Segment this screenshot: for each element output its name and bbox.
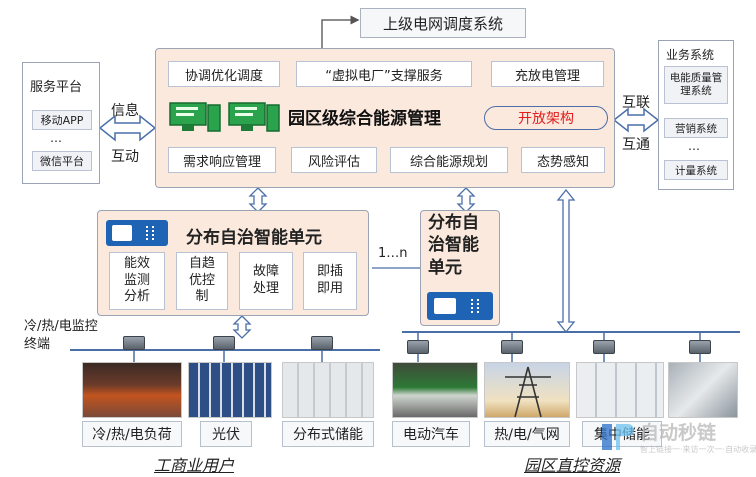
cell-fault[interactable]: 故障处理 (239, 252, 293, 310)
item-wechat-label: 微信平台 (40, 155, 84, 168)
meter-icon (501, 340, 523, 354)
left-arrow-top-label: 信息 (111, 103, 139, 119)
cell-efficiency[interactable]: 能效监测分析 (109, 252, 165, 310)
label-grid-text: 热/电/气网 (494, 427, 560, 443)
right-arrow-top-label: 互联 (622, 95, 650, 111)
label-ev[interactable]: 电动汽车 (392, 421, 470, 447)
label-pv[interactable]: 光伏 (200, 421, 252, 447)
photo-central-storage (576, 362, 664, 418)
vertical-arrow-small (456, 187, 476, 213)
right-double-arrow (612, 107, 660, 133)
meter-icon (123, 336, 145, 350)
cell-plug[interactable]: 即插即用 (303, 252, 357, 310)
business-systems-title: 业务系统 (666, 48, 715, 62)
meter-icon (407, 340, 429, 354)
cell-planning[interactable]: 综合能源规划 (390, 147, 508, 173)
connector-label: 1…n (378, 246, 408, 261)
item-mobile-app[interactable]: 移动APP (32, 110, 92, 130)
watermark-subtext: 智上链接一·来访一次一·自动收录 (640, 445, 756, 454)
cell-risk[interactable]: 风险评估 (291, 147, 377, 173)
item-power-quality-label: 电能质量管理系统 (669, 71, 723, 97)
service-platform-title: 服务平台 (30, 80, 83, 95)
photo-factory (82, 362, 182, 418)
cell-awareness[interactable]: 态势感知 (521, 147, 605, 173)
group-left-label: 工商业用户 (154, 456, 235, 475)
vertical-arrow-main (248, 187, 268, 213)
group-right-label: 园区直控资源 (524, 456, 621, 475)
item-marketing[interactable]: 营销系统 (664, 118, 728, 138)
open-architecture-label: 开放架构 (518, 111, 574, 127)
cell-charge[interactable]: 充放电管理 (491, 61, 604, 87)
cell-fault-label: 故障处理 (252, 264, 279, 296)
device-card-icon (427, 292, 493, 320)
item-wechat[interactable]: 微信平台 (32, 151, 92, 171)
cell-plug-label: 即插即用 (316, 264, 343, 296)
distributed-unit-small-title: 分布自治智能单元 (428, 213, 479, 278)
watermark-text: 自动秒链 (640, 422, 717, 444)
center-title: 园区级综合能源管理 (288, 109, 441, 129)
photo-storage-cabinets (282, 362, 374, 418)
item-marketing-label: 营销系统 (675, 122, 717, 135)
vertical-arrow-right (556, 188, 576, 334)
photo-solar-panels (188, 362, 272, 418)
item-metering-label: 计量系统 (675, 164, 717, 177)
vertical-arrow-main-down (232, 315, 252, 339)
cell-self-optimize-label: 自趋优控制 (188, 255, 215, 305)
cell-vpp-label: “虚拟电厂”支撑服务 (325, 68, 443, 84)
watermark-logo: 自动秒链 智上链接一·来访一次一·自动收录 (600, 414, 756, 464)
dispatch-arrow (321, 15, 360, 50)
cell-demand[interactable]: 需求响应管理 (168, 147, 276, 173)
label-load-text: 冷/热/电负荷 (92, 427, 172, 443)
right-ellipsis: … (688, 139, 700, 153)
cell-coordination[interactable]: 协调优化调度 (168, 61, 280, 87)
label-load[interactable]: 冷/热/电负荷 (82, 421, 182, 447)
label-storage-text: 分布式储能 (293, 427, 363, 443)
meter-icon (689, 340, 711, 354)
label-storage[interactable]: 分布式储能 (282, 421, 374, 447)
right-arrow-bottom-label: 互通 (622, 137, 650, 153)
item-metering[interactable]: 计量系统 (664, 160, 728, 180)
cell-risk-label: 风险评估 (307, 154, 360, 170)
device-card-icon (106, 220, 168, 246)
cell-self-optimize[interactable]: 自趋优控制 (176, 252, 228, 310)
left-ellipsis: … (50, 131, 62, 145)
left-arrow-bottom-label: 互动 (111, 149, 139, 165)
tower-icon (505, 366, 551, 417)
item-power-quality[interactable]: 电能质量管理系统 (664, 66, 728, 104)
cell-charge-label: 充放电管理 (514, 68, 580, 84)
cell-efficiency-label: 能效监测分析 (123, 255, 150, 305)
photo-power-tower (484, 362, 570, 418)
computer-icon (169, 102, 221, 132)
meter-icon (593, 340, 615, 354)
item-mobile-app-label: 移动APP (40, 114, 84, 127)
meter-icon (213, 336, 235, 350)
dispatch-box[interactable]: 上级电网调度系统 (360, 8, 526, 38)
cell-coordination-label: 协调优化调度 (184, 68, 263, 84)
monitor-terminal-label: 冷/热/电监控终端 (24, 319, 98, 352)
dispatch-label: 上级电网调度系统 (382, 14, 503, 33)
photo-battery-unit (668, 362, 738, 418)
photo-ev-charging (392, 362, 478, 418)
distributed-unit-main-title: 分布自治智能单元 (186, 228, 322, 248)
cell-awareness-label: 态势感知 (536, 154, 589, 170)
cell-demand-label: 需求响应管理 (182, 154, 261, 170)
label-grid[interactable]: 热/电/气网 (484, 421, 570, 447)
computer-icon (228, 102, 280, 132)
label-ev-text: 电动汽车 (403, 427, 459, 443)
cell-planning-label: 综合能源规划 (409, 154, 488, 170)
label-pv-text: 光伏 (212, 427, 240, 443)
open-architecture-badge[interactable]: 开放架构 (484, 106, 608, 130)
meter-icon (311, 336, 333, 350)
cell-vpp[interactable]: “虚拟电厂”支撑服务 (296, 61, 472, 87)
watermark-icon (602, 424, 634, 450)
